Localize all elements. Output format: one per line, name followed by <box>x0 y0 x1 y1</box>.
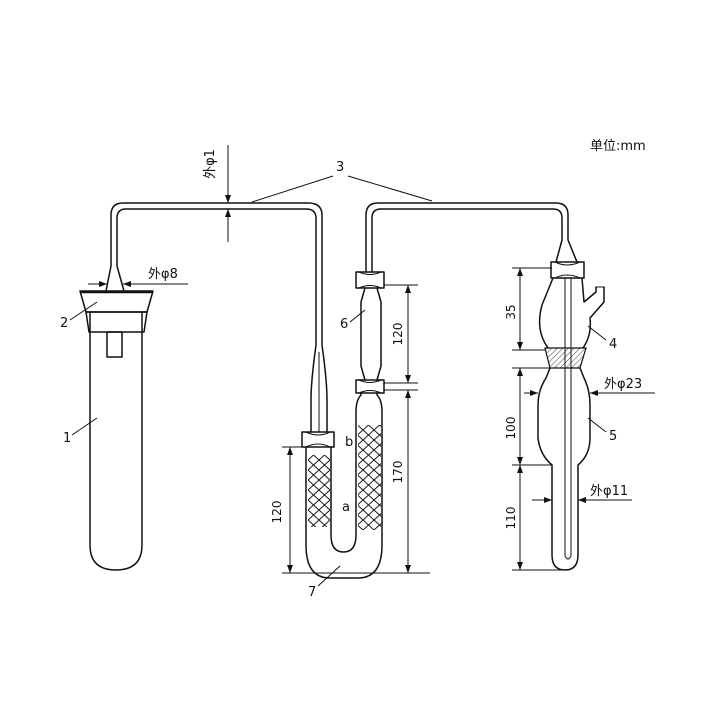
connector-2-body <box>355 379 385 394</box>
label-1-leader <box>71 417 98 436</box>
head-right-wall-lower <box>582 286 605 349</box>
phi1-text: 外φ1 <box>203 149 218 179</box>
test-tube <box>89 311 143 571</box>
connecting-tube-a <box>105 202 328 433</box>
label-5-leader <box>587 417 607 433</box>
connector-4-waist <box>554 261 581 279</box>
phi8-text: 外φ8 <box>148 267 178 282</box>
label-a-text: a <box>342 500 350 515</box>
label-5: 5 <box>587 417 617 444</box>
dimension-outer-phi-8: 外φ8 <box>88 267 188 287</box>
inner-delivery-tube <box>564 278 572 560</box>
absorber-bulb <box>537 278 591 571</box>
bulb-length-text: 100 <box>504 417 518 440</box>
u-right-length-text: 170 <box>391 461 405 484</box>
test-tube-wall <box>89 311 143 571</box>
label-3-leader-right <box>347 175 433 202</box>
packing-a <box>308 455 330 527</box>
tube-6-left-wall <box>360 287 366 381</box>
unit-label: 单位:mm <box>590 139 646 154</box>
rubber-connector-4 <box>550 261 585 279</box>
label-6: 6 <box>340 309 366 332</box>
label-3: 3 <box>251 160 433 203</box>
label-4-text: 4 <box>609 337 617 352</box>
head-left-wall <box>538 277 554 349</box>
label-3-leader-left <box>251 175 334 203</box>
head-length-text: 35 <box>504 304 518 319</box>
tube-6 <box>360 287 382 381</box>
label-7: 7 <box>308 565 341 600</box>
label-6-leader <box>349 309 366 323</box>
dimension-outer-phi-1: 外φ1 <box>203 145 231 242</box>
tube-6-right-wall <box>376 287 382 381</box>
label-4: 4 <box>587 325 617 352</box>
packing-b <box>358 425 381 530</box>
rubber-connector-2 <box>355 379 385 394</box>
rubber-connector-1 <box>301 431 335 448</box>
tube-a-inner-line <box>116 208 317 433</box>
label-7-text: 7 <box>308 585 316 600</box>
dimension-absorber: 35 100 110 <box>504 267 562 571</box>
head-right-wall-upper <box>581 277 597 303</box>
connecting-tube-b <box>365 202 578 273</box>
bulb-wall <box>537 367 591 571</box>
connector-3-waist <box>358 271 382 289</box>
dimension-u-left: 120 <box>270 446 303 573</box>
connector-1-body <box>301 431 335 448</box>
connector-4-body <box>550 261 585 279</box>
stopper-top <box>79 290 154 313</box>
u-tube-inner-line <box>330 392 362 553</box>
label-3-text: 3 <box>336 160 344 175</box>
label-6-text: 6 <box>340 317 348 332</box>
dimension-center: 120 170 <box>282 284 430 574</box>
phi23-text: 外φ23 <box>604 377 642 392</box>
stopper-inner-tube <box>106 331 123 358</box>
tube-b-outer-line <box>365 202 578 273</box>
label-2: 2 <box>60 301 98 331</box>
tube-b-inner-line <box>371 208 563 273</box>
tube-a-outer-line <box>105 202 328 433</box>
connector-2-waist <box>358 379 382 394</box>
label-5-text: 5 <box>609 429 617 444</box>
tube6-length-text: 120 <box>391 323 405 346</box>
label-2-leader <box>69 301 98 321</box>
label-7-leader <box>317 565 341 587</box>
stopper-body <box>85 311 148 333</box>
absorber-head <box>538 277 605 349</box>
label-b-text: b <box>345 435 353 450</box>
u-tube-outer-line <box>305 392 383 579</box>
connector-3-body <box>355 271 385 289</box>
connector-1-waist <box>305 431 331 448</box>
stem-length-text: 110 <box>504 507 518 530</box>
dimension-outer-phi-11: 外φ11 <box>532 484 632 503</box>
dimension-outer-phi-23: 外φ23 <box>524 377 655 396</box>
phi11-text: 外φ11 <box>590 484 628 499</box>
label-2-text: 2 <box>60 316 68 331</box>
stopper <box>79 290 154 358</box>
u-left-length-text: 120 <box>270 501 284 524</box>
label-1-text: 1 <box>63 431 71 446</box>
rubber-connector-3 <box>355 271 385 289</box>
u-tube <box>305 392 383 579</box>
label-1: 1 <box>63 417 98 446</box>
label-4-leader <box>587 325 607 341</box>
